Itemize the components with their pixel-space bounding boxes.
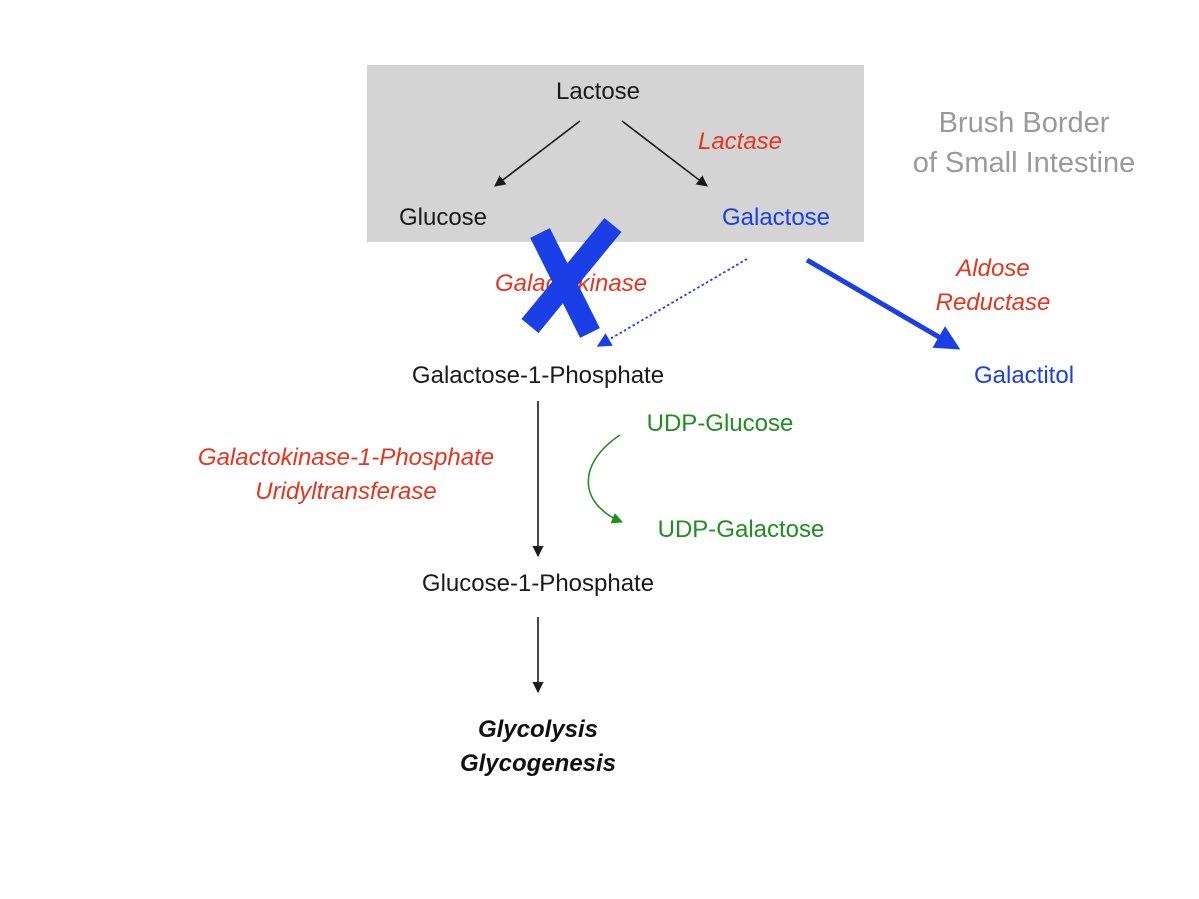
node-galactose: Galactose [721, 204, 831, 231]
arrow-galactose-to-galactitol [805, 257, 961, 350]
region-label-line1: Brush Border [938, 107, 1110, 139]
region-label-line2: of Small Intestine [912, 147, 1136, 180]
arrow-udp-glucose-to-udp-galactose [587, 434, 624, 524]
node-glucose-1-phosphate: Glucose-1-Phosphate [421, 570, 655, 597]
outcome-glycolysis: Glycolysis [477, 716, 599, 743]
enzyme-aldose-reductase-line1: Aldose [956, 255, 1030, 282]
region-label: Brush Border of Small Intestine [913, 103, 1135, 183]
node-glucose: Glucose [398, 204, 488, 231]
enzyme-galt-line1: Galactokinase-1-Phosphate [197, 444, 495, 471]
node-galactose-1-phosphate: Galactose-1-Phosphate [411, 362, 665, 389]
enzyme-galactokinase: Galactokinase [494, 270, 648, 297]
node-lactose: Lactose [555, 78, 641, 105]
brush-border-region [367, 65, 864, 242]
enzyme-galt-line2: Uridyltransferase [255, 478, 437, 506]
outcome-label: Glycolysis Glycogenesis [460, 713, 616, 781]
enzyme-galt: Galactokinase-1-Phosphate Uridyltransfer… [198, 441, 494, 509]
node-udp-galactose: UDP-Galactose [657, 516, 825, 543]
enzyme-aldose-reductase: Aldose Reductase [936, 252, 1051, 320]
enzyme-aldose-reductase-line2: Reductase [935, 289, 1051, 317]
node-udp-glucose: UDP-Glucose [646, 410, 794, 437]
node-galactitol: Galactitol [973, 362, 1075, 389]
enzyme-lactase: Lactase [697, 128, 783, 155]
outcome-glycogenesis: Glycogenesis [459, 750, 617, 778]
